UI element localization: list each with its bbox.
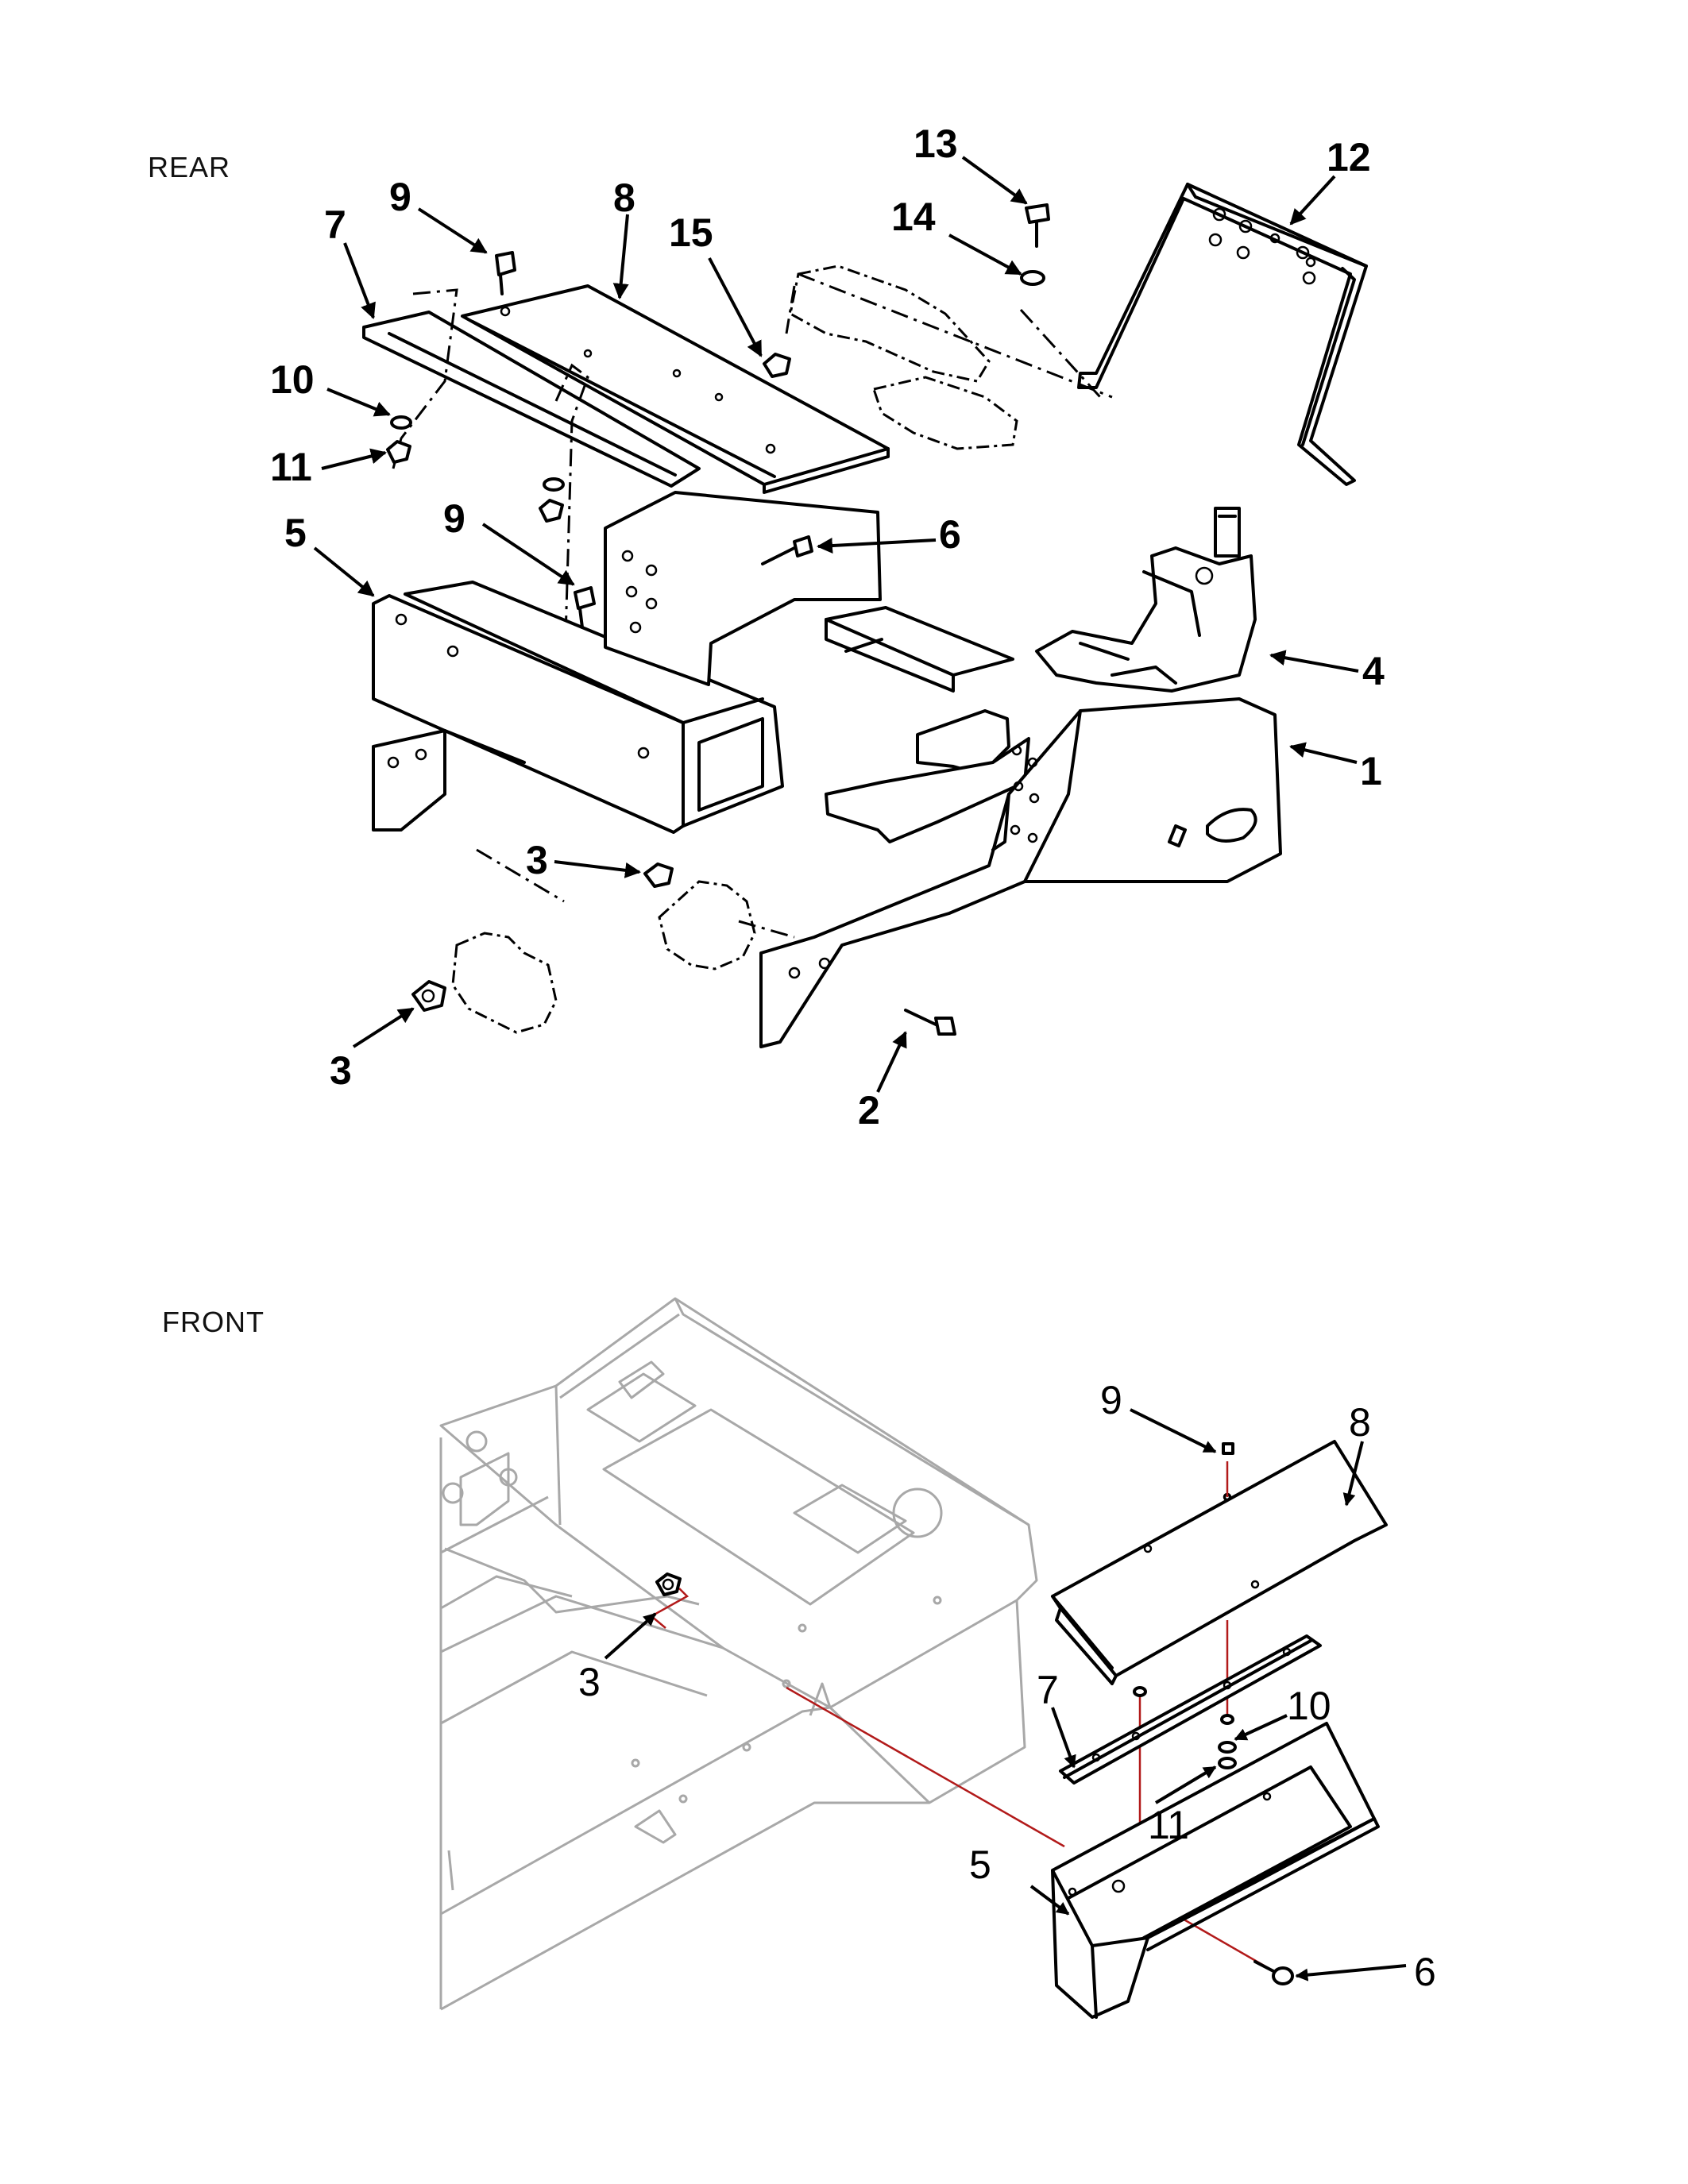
- callout-3a: 3: [526, 838, 548, 882]
- callout-10: 10: [270, 357, 315, 402]
- front-view-label: FRONT: [162, 1306, 265, 1338]
- front-leaders: [604, 1408, 1407, 1981]
- rear-leaders: [313, 156, 1359, 1093]
- callout-5: 5: [284, 511, 307, 555]
- part-15-plates: [785, 264, 1113, 450]
- callout-2: 2: [858, 1088, 880, 1133]
- rear-callouts: 1 2 3 3 4 5 6 7 8 9 9 10 11 12 13 14 15: [270, 122, 1385, 1133]
- front-nut-3: [649, 1572, 689, 1629]
- callout-7: 7: [324, 203, 346, 247]
- callout-15: 15: [669, 210, 713, 255]
- rear-fasteners: [386, 203, 1050, 1036]
- callout-12: 12: [1327, 135, 1371, 179]
- callout-13: 13: [914, 122, 958, 166]
- callout-9b: 9: [443, 496, 465, 541]
- front-callout-5: 5: [969, 1843, 991, 1887]
- callout-1: 1: [1360, 749, 1382, 793]
- front-small-bolts: [1133, 1442, 1234, 1725]
- part-7-hinge: [362, 288, 701, 692]
- front-callout-9: 9: [1100, 1378, 1122, 1422]
- callout-9a: 9: [389, 175, 411, 219]
- callout-4: 4: [1362, 649, 1385, 693]
- part-4-coupler: [1035, 507, 1257, 693]
- front-part-5-tray: [1051, 1722, 1380, 2019]
- callout-11: 11: [270, 445, 312, 489]
- front-part-7-hinge: [1059, 1634, 1322, 1785]
- part-12-bracket: [1077, 183, 1368, 486]
- front-callout-8: 8: [1349, 1400, 1371, 1445]
- front-callout-10: 10: [1287, 1684, 1331, 1728]
- front-bolt-6: [1253, 1960, 1294, 1985]
- rear-view: 1 2 3 3 4 5 6 7 8 9 9 10 11 12 13 14 15: [270, 122, 1385, 1133]
- callout-3b: 3: [330, 1048, 352, 1093]
- front-callouts: 3 5 6 7 8 9 10 11: [578, 1378, 1436, 1994]
- front-callout-11: 11: [1148, 1803, 1189, 1847]
- part-5-channel: [372, 581, 784, 834]
- rear-view-label: REAR: [148, 151, 231, 183]
- callout-8: 8: [613, 176, 635, 220]
- front-callout-3: 3: [578, 1660, 601, 1704]
- front-callout-7: 7: [1037, 1668, 1059, 1712]
- front-view: 3 5 6 7 8 9 10 11: [439, 1297, 1436, 2019]
- ghost-frame: [439, 1297, 1038, 2011]
- part-8-plate: [461, 284, 890, 494]
- part-1-frame: [604, 491, 1282, 1048]
- callout-6: 6: [939, 512, 961, 557]
- front-callout-6: 6: [1414, 1950, 1436, 1994]
- callout-14: 14: [891, 195, 936, 239]
- front-part-8-plate: [1051, 1440, 1388, 1685]
